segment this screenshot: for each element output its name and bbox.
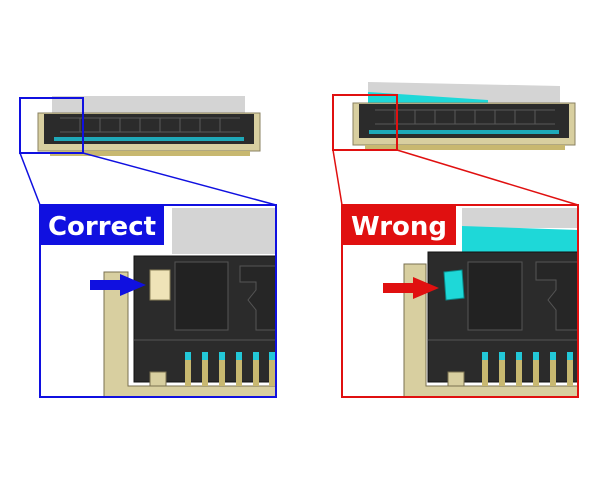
wrong-zoom-line-left (332, 149, 343, 206)
wrong-zoom-view (342, 205, 579, 398)
wrong-zoom-cavity (467, 261, 523, 331)
correct-fpc-strip (52, 96, 245, 114)
wrong-zoom-fpc-gray (462, 208, 578, 228)
wrong-highlight-box (332, 94, 398, 151)
correct-tab-position (149, 269, 171, 301)
correct-label-badge (40, 205, 164, 245)
correct-highlight-box (19, 97, 84, 154)
correct-panel: Correct (19, 96, 277, 398)
wrong-zoom-fpc-cyan (462, 226, 578, 256)
correct-zoom-cavity (174, 261, 229, 331)
correct-connector-pinrow (54, 137, 244, 141)
wrong-panel: Wrong (332, 82, 579, 398)
correct-zoom-line-left (19, 152, 41, 206)
correct-connector-slots (60, 117, 240, 133)
wrong-label: Wrong (351, 212, 447, 242)
wrong-connector-pinrow (369, 130, 559, 134)
wrong-arrow-icon (383, 277, 439, 299)
correct-zoom-line-right (82, 152, 277, 206)
wrong-zoom-frame (341, 204, 579, 398)
wrong-zoom-line-right (396, 149, 579, 206)
correct-zoom-pins (185, 352, 275, 386)
wrong-zoom-foot (447, 371, 465, 387)
wrong-connector-overview (352, 82, 576, 150)
wrong-zoom-pins (482, 352, 573, 386)
correct-zoom-foot (149, 371, 167, 387)
correct-connector-overview (37, 96, 261, 156)
correct-arrow-icon (90, 274, 146, 296)
wrong-connector-slots (375, 109, 555, 125)
wrong-connector-pins (365, 145, 565, 150)
correct-zoom-fpc (172, 208, 276, 254)
wrong-label-badge (342, 205, 456, 245)
wrong-tab-position (443, 269, 465, 301)
correct-connector-pins (50, 151, 250, 156)
correct-label: Correct (48, 212, 156, 242)
